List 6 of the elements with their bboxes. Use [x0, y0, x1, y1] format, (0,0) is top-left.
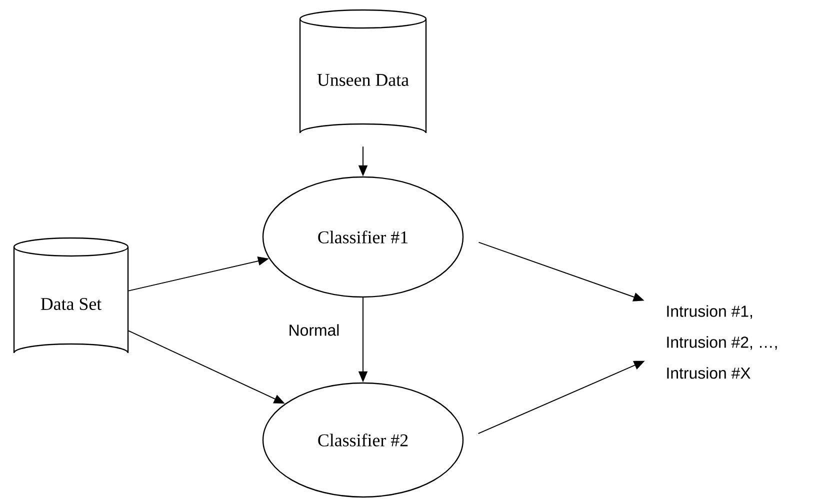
- node-label: Data Set: [40, 298, 102, 310]
- output-text: Intrusion #1, Intrusion #2, …, Intrusion #X: [667, 305, 777, 379]
- node-label: Unseen Data: [317, 74, 409, 86]
- cylinder: Data Set: [13, 237, 129, 354]
- edge-label: Normal: [287, 323, 341, 337]
- cylinder: Unseen Data: [299, 9, 427, 134]
